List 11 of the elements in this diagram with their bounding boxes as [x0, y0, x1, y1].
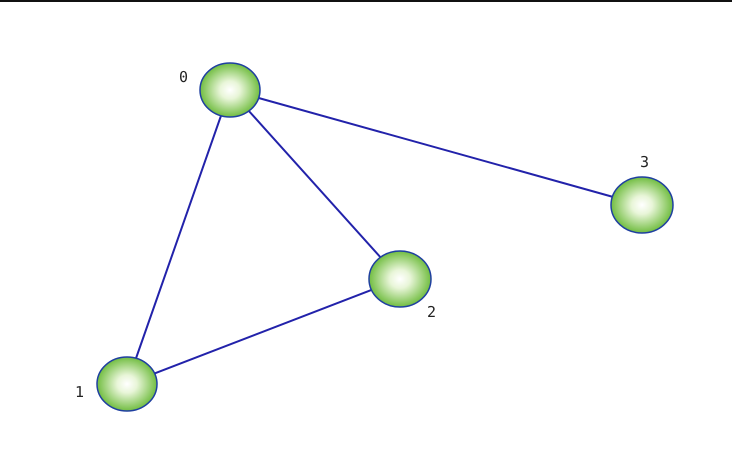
- connector-line: [154, 289, 372, 374]
- node-number: 0: [179, 70, 188, 85]
- node-number: 3: [640, 155, 650, 170]
- node-number: 1: [75, 385, 84, 400]
- node-circle: [610, 176, 674, 234]
- connector-line: [258, 97, 613, 198]
- node-circle: [96, 356, 158, 412]
- connector-line: [248, 110, 382, 258]
- connector-line: [135, 115, 222, 359]
- node-number: 2: [427, 305, 436, 320]
- node-circle: [199, 62, 261, 118]
